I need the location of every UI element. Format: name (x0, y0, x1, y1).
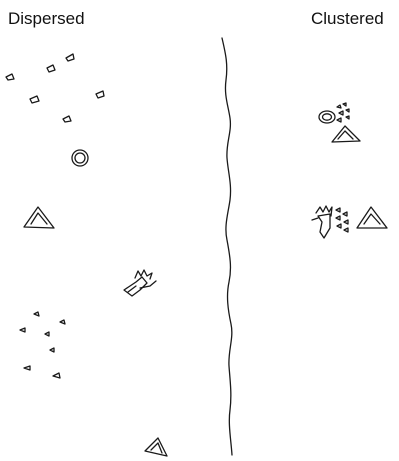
pebble (50, 348, 54, 352)
pebble (63, 116, 71, 122)
triangle-stone (332, 126, 360, 142)
pebble (34, 312, 39, 316)
pebble (24, 366, 30, 370)
divider-line (222, 38, 232, 455)
pebble (30, 96, 39, 103)
pebble (96, 91, 104, 98)
stump (124, 270, 156, 296)
ring-stone-inner (75, 153, 85, 163)
pebble (45, 332, 49, 336)
pebble (60, 320, 65, 324)
triangle-stone-inner (151, 443, 162, 453)
ring-stone (319, 111, 335, 123)
ring-stone-inner (323, 114, 332, 120)
triangle-stone (145, 438, 167, 456)
pebble (6, 74, 14, 80)
pebble (47, 65, 55, 72)
pebble (20, 328, 25, 332)
triangle-stone (24, 207, 54, 228)
pebble (66, 54, 74, 61)
dispersed-group (6, 54, 167, 456)
clustered-group (312, 103, 387, 238)
pebble (53, 373, 60, 378)
stump (312, 206, 332, 238)
triangle-stone (357, 207, 387, 228)
